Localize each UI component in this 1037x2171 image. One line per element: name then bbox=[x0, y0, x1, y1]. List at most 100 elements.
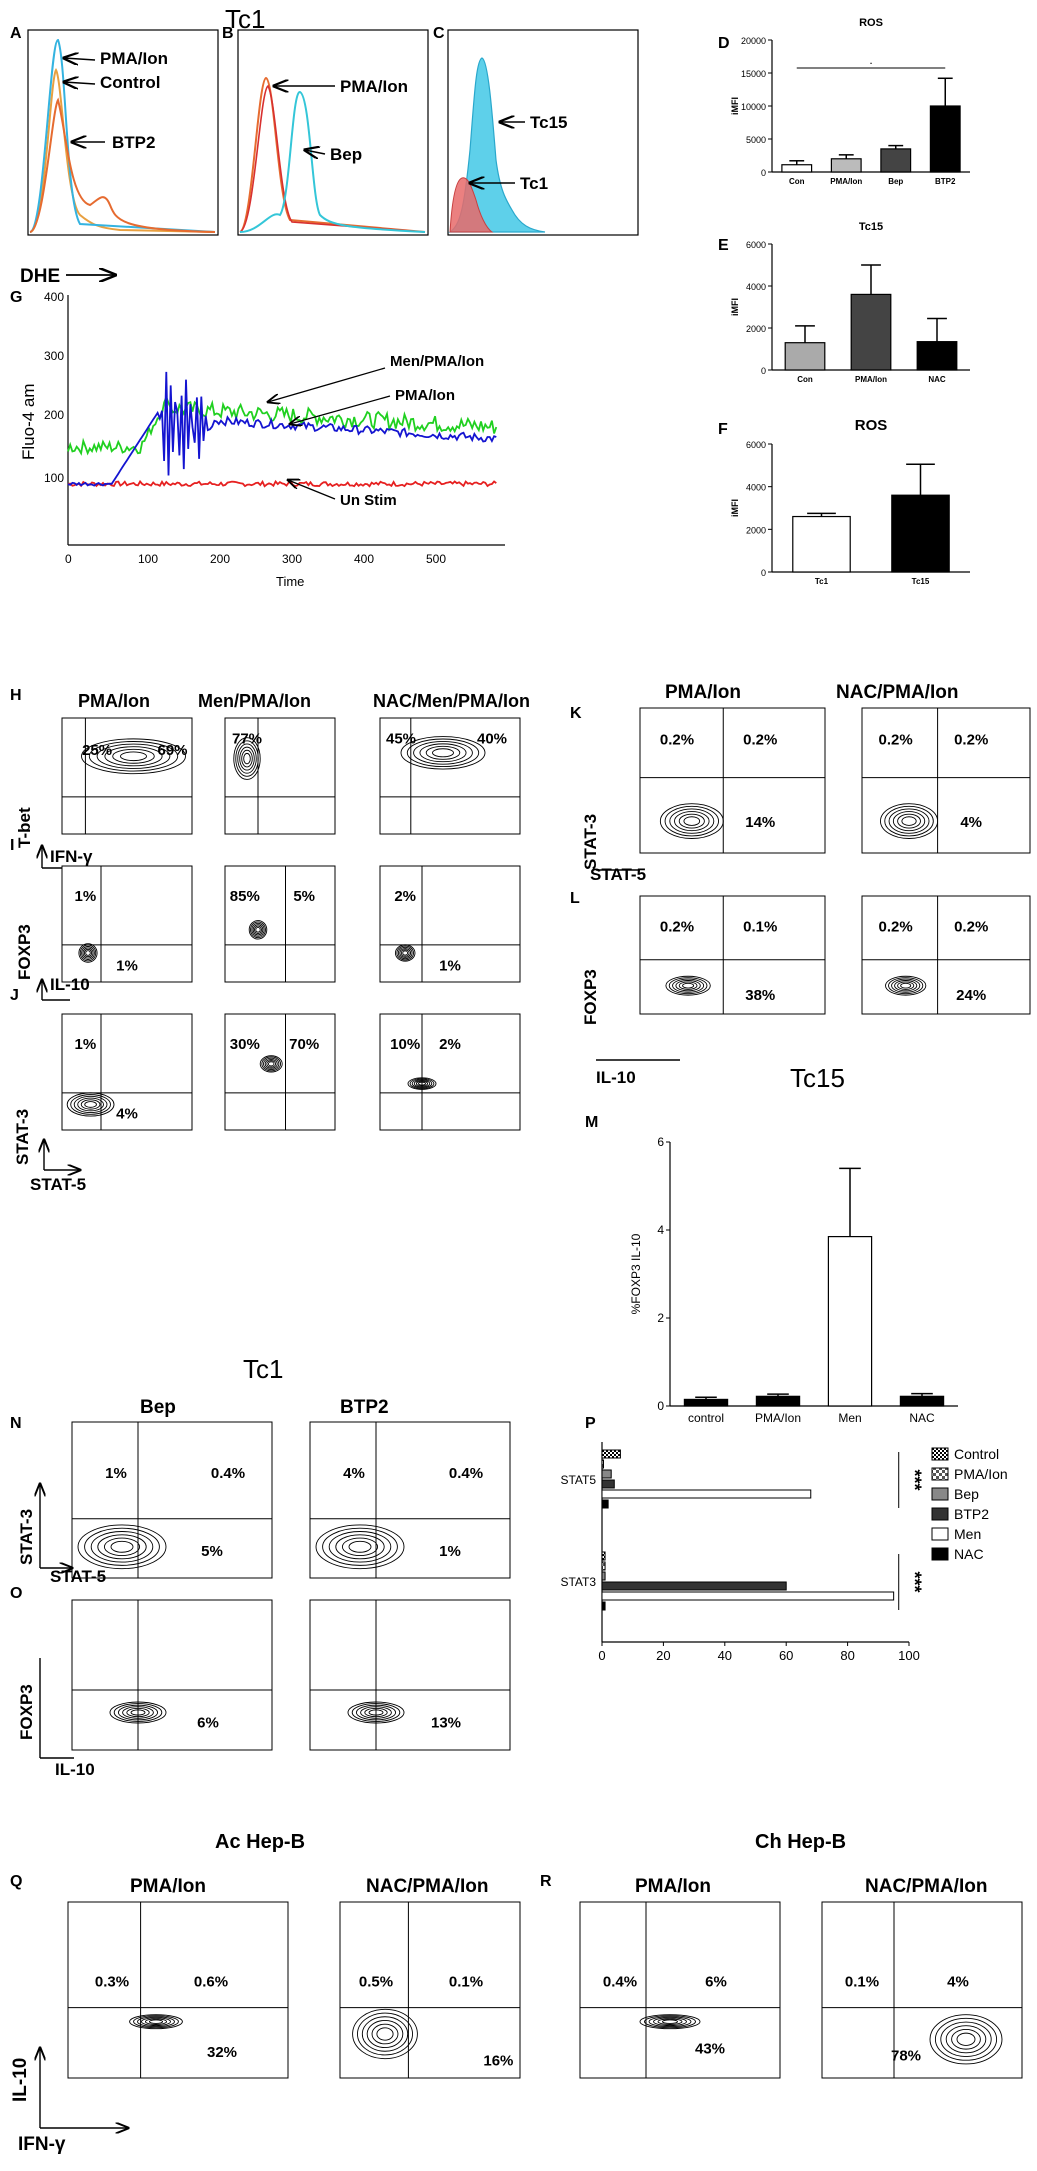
p-xtick-label: 40 bbox=[718, 1648, 732, 1663]
k-plot-2-frame bbox=[861, 707, 1031, 854]
g-label-pma: PMA/Ion bbox=[395, 387, 455, 404]
h-plot-1-contour bbox=[81, 738, 186, 775]
l-plot-2-contour bbox=[891, 978, 921, 993]
l-plot-1-contour bbox=[675, 980, 701, 992]
h-plot-2-contour bbox=[233, 737, 261, 780]
n-plot-2-contour bbox=[322, 1527, 398, 1566]
j-plot-3-percent: 2% bbox=[439, 1036, 461, 1053]
j-plot-2-contour bbox=[268, 1061, 275, 1067]
m-category-label: PMA/Ion bbox=[755, 1411, 801, 1425]
g-ytick-100: 100 bbox=[44, 471, 64, 485]
panel-letter-m: M bbox=[585, 1114, 598, 1131]
p-legend-swatch bbox=[931, 1467, 949, 1481]
title-tc1-mid: Tc1 bbox=[243, 1354, 283, 1384]
g-ylabel: Fluo-4 am bbox=[19, 383, 38, 460]
l-plot-1-percent: 38% bbox=[745, 987, 775, 1004]
l-xaxis: IL-10 bbox=[596, 1068, 636, 1087]
k-plot-2-percent: 4% bbox=[960, 814, 982, 831]
m-ytick-label: 6 bbox=[657, 1135, 664, 1149]
q-plot-2-percent: 0.5% bbox=[359, 1973, 393, 1990]
k-xaxis: STAT-5 bbox=[590, 865, 646, 884]
j-plot-2: 30%70% bbox=[224, 1013, 336, 1131]
panel-letter-e: E bbox=[718, 237, 729, 254]
o-plot-1-frame bbox=[71, 1599, 273, 1751]
n-plot-1-contour bbox=[97, 1534, 147, 1560]
p-legend-swatch bbox=[931, 1507, 949, 1521]
f-title: ROS bbox=[855, 417, 888, 434]
j-plot-3-contour bbox=[411, 1079, 433, 1089]
p-legend-swatch bbox=[931, 1547, 949, 1561]
hist-a-curve-control bbox=[29, 68, 216, 233]
f-category-label: Tc15 bbox=[912, 577, 930, 586]
q-plot-2-contour bbox=[376, 2027, 394, 2041]
i-plot-3-contour bbox=[397, 946, 413, 960]
g-ytick-200: 200 bbox=[44, 408, 64, 422]
e-ylabel: iMFI bbox=[730, 298, 740, 316]
g-xtick-100: 100 bbox=[138, 552, 158, 566]
n-plot-1: 1%0.4%5% bbox=[71, 1421, 273, 1579]
d-ytick-label: 15000 bbox=[741, 69, 766, 79]
q-plot-1-contour bbox=[137, 2016, 175, 2028]
q-plot-2-contour bbox=[371, 2023, 399, 2045]
l-plot-2-contour bbox=[894, 980, 918, 992]
i-plot-2: 85%5% bbox=[224, 865, 336, 983]
l-plot-1-percent: 0.1% bbox=[743, 918, 777, 935]
p-bar-stat3-btp2 bbox=[601, 1581, 787, 1591]
h-plot-3-percent: 40% bbox=[477, 731, 507, 748]
q-plot-1: 0.3%0.6%32% bbox=[67, 1901, 289, 2079]
p-bar-stat5-pmaion bbox=[601, 1459, 604, 1469]
p-bar-stat5-men bbox=[601, 1489, 812, 1499]
i-plot-1-contour bbox=[78, 943, 98, 963]
i-plot-2-contour bbox=[254, 925, 262, 934]
h-plot-2: 77% bbox=[224, 717, 336, 835]
q-plot-1-frame bbox=[67, 1901, 289, 2079]
e-category-label: Con bbox=[797, 375, 813, 384]
h-plot-1-contour bbox=[88, 741, 179, 772]
g-xtick-200: 200 bbox=[210, 552, 230, 566]
r-plot-1-contour bbox=[653, 2017, 687, 2027]
h-plot-2-contour bbox=[243, 752, 251, 765]
h-plot-1-percent: 25% bbox=[82, 742, 112, 759]
r-plot-1-percent: 0.4% bbox=[603, 1973, 637, 1990]
p-significance-mark: *** bbox=[905, 1571, 925, 1592]
o-plot-2-contour bbox=[364, 1707, 388, 1718]
m-category-label: NAC bbox=[909, 1411, 935, 1425]
arrow-g-unstim bbox=[288, 480, 336, 500]
h-plot-3-contour bbox=[425, 745, 461, 760]
hist-a-frame bbox=[27, 29, 219, 236]
d-ytick-label: 10000 bbox=[741, 102, 766, 112]
i-plot-1-percent: 1% bbox=[75, 888, 97, 905]
e-category-label: NAC bbox=[928, 375, 946, 384]
i-plot-3-contour bbox=[399, 948, 412, 958]
panel-letter-p: P bbox=[585, 1415, 596, 1432]
hist-b-label-bep: Bep bbox=[330, 145, 362, 164]
r-plot-1: 0.4%6%43% bbox=[579, 1901, 781, 2079]
q-plot-2: 0.5%0.1%16% bbox=[339, 1901, 521, 2079]
i-plot-1-percent: 1% bbox=[116, 957, 138, 974]
h-plot-3-contour bbox=[406, 738, 480, 768]
r-plot-2-contour bbox=[940, 2021, 992, 2057]
f-ytick-label: 0 bbox=[761, 568, 766, 578]
f-ytick-label: 4000 bbox=[746, 483, 766, 493]
hist-a-label-pma: PMA/Ion bbox=[100, 49, 168, 68]
o-plot-1-contour bbox=[109, 1701, 167, 1724]
p-bar-stat3-pmaion bbox=[601, 1561, 606, 1571]
l-plot-1-contour bbox=[678, 981, 698, 990]
i-plot-3-contour bbox=[400, 949, 410, 957]
q-plot-1-contour bbox=[129, 2014, 183, 2030]
e-ytick-label: 2000 bbox=[746, 324, 766, 334]
n-plot-2-contour bbox=[348, 1540, 372, 1553]
r-plot-2-contour bbox=[934, 2017, 998, 2061]
d-category-label: PMA/Ion bbox=[830, 177, 862, 186]
i-plot-2-contour bbox=[250, 921, 266, 939]
p-xtick-label: 60 bbox=[779, 1648, 793, 1663]
e-ytick-label: 4000 bbox=[746, 282, 766, 292]
hist-c-label-tc15: Tc15 bbox=[530, 113, 568, 132]
r-plot-1-contour bbox=[657, 2018, 683, 2025]
m-category-label: Men bbox=[838, 1411, 861, 1425]
m-bar-control bbox=[683, 1398, 729, 1407]
k-plot-1-contour bbox=[664, 805, 719, 837]
l-plot-2-contour bbox=[897, 981, 915, 990]
